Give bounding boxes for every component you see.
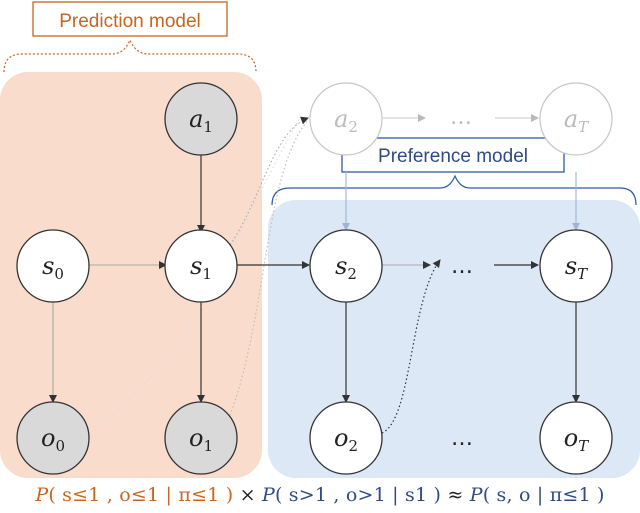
svg-text:a1: a1	[189, 105, 213, 136]
edge-s1-a2-dotted	[227, 116, 309, 249]
node-s2: s2	[309, 229, 383, 303]
node-sT: sT	[539, 229, 613, 303]
prediction-model-label-box	[32, 1, 228, 37]
svg-text:s0: s0	[42, 252, 64, 283]
factorization-formula: P( s≤1 , o≤1 | π≤1 ) × P( s>1 , o>1 | s1…	[0, 484, 640, 506]
preference-model-label: Preference model	[378, 146, 528, 167]
formula-approx: ≈	[441, 484, 470, 506]
svg-text:sT: sT	[565, 252, 588, 283]
svg-text:s1: s1	[190, 252, 212, 283]
svg-text:oT: oT	[564, 424, 589, 455]
node-o1: o1	[164, 401, 238, 475]
preference-model-brace	[271, 174, 637, 206]
svg-text:s2: s2	[335, 252, 357, 283]
graphical-model-diagram: Prediction model Preference model a1 a2 …	[0, 1, 640, 478]
node-a1: a1	[164, 82, 238, 156]
node-o2: o2	[309, 401, 383, 475]
node-o0: o0	[16, 401, 90, 475]
formula-times: ×	[233, 484, 262, 506]
node-s0: s0	[16, 229, 90, 303]
edge-o1-a2-dotted	[223, 119, 309, 431]
node-aT: aT	[539, 82, 613, 156]
action-ellipsis: …	[450, 105, 472, 130]
formula-prediction-term: P( s≤1 , o≤1 | π≤1 )	[35, 484, 234, 506]
edge-o2-ellipsis-dotted	[381, 259, 441, 434]
formula-joint-term: P( s, o | π≤1 )	[469, 484, 605, 506]
prediction-model-brace	[3, 38, 257, 73]
formula-preference-term: P( s>1 , o>1 | s1 )	[261, 484, 442, 506]
svg-text:a2: a2	[334, 105, 358, 136]
svg-text:o2: o2	[334, 424, 358, 455]
node-oT: oT	[539, 401, 613, 475]
svg-text:aT: aT	[564, 105, 589, 136]
svg-text:o1: o1	[189, 424, 213, 455]
observation-ellipsis: …	[451, 426, 473, 451]
state-ellipsis: …	[451, 254, 473, 279]
preference-model-label-box	[341, 137, 565, 173]
node-a2: a2	[309, 82, 383, 156]
node-s1: s1	[164, 229, 238, 303]
prediction-model-region	[0, 72, 262, 478]
prediction-model-label: Prediction model	[59, 11, 201, 32]
svg-text:o0: o0	[41, 424, 65, 455]
